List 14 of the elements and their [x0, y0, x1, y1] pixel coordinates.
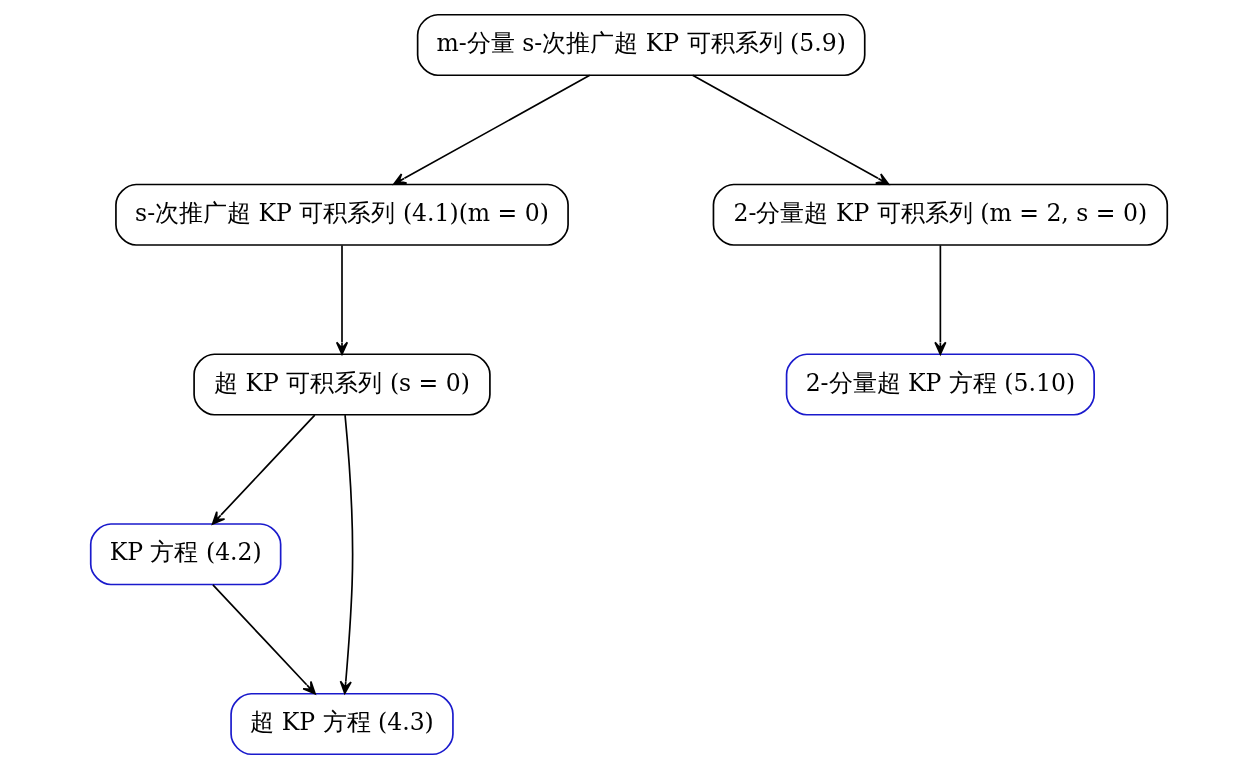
node-box: s-次推广超 KP 可积系列 (4.1)(m = 0): [115, 183, 569, 246]
arrow: [339, 414, 354, 695]
arrow: [934, 244, 947, 355]
node-box: m-分量 s-次推广超 KP 可积系列 (5.9): [416, 13, 866, 77]
node-box: 2-分量超 KP 方程 (5.10): [785, 353, 1095, 416]
node-box: KP 方程 (4.2): [89, 523, 282, 586]
node-box: 2-分量超 KP 可积系列 (m = 2, s = 0): [712, 183, 1169, 246]
arrow: [691, 74, 890, 186]
arrow: [392, 74, 591, 186]
arrow: [335, 244, 349, 355]
node-box: 超 KP 可积系列 (s = 0): [193, 353, 491, 416]
arrow: [211, 414, 316, 525]
arrow: [212, 584, 316, 695]
node-box: 超 KP 方程 (4.3): [230, 692, 454, 756]
